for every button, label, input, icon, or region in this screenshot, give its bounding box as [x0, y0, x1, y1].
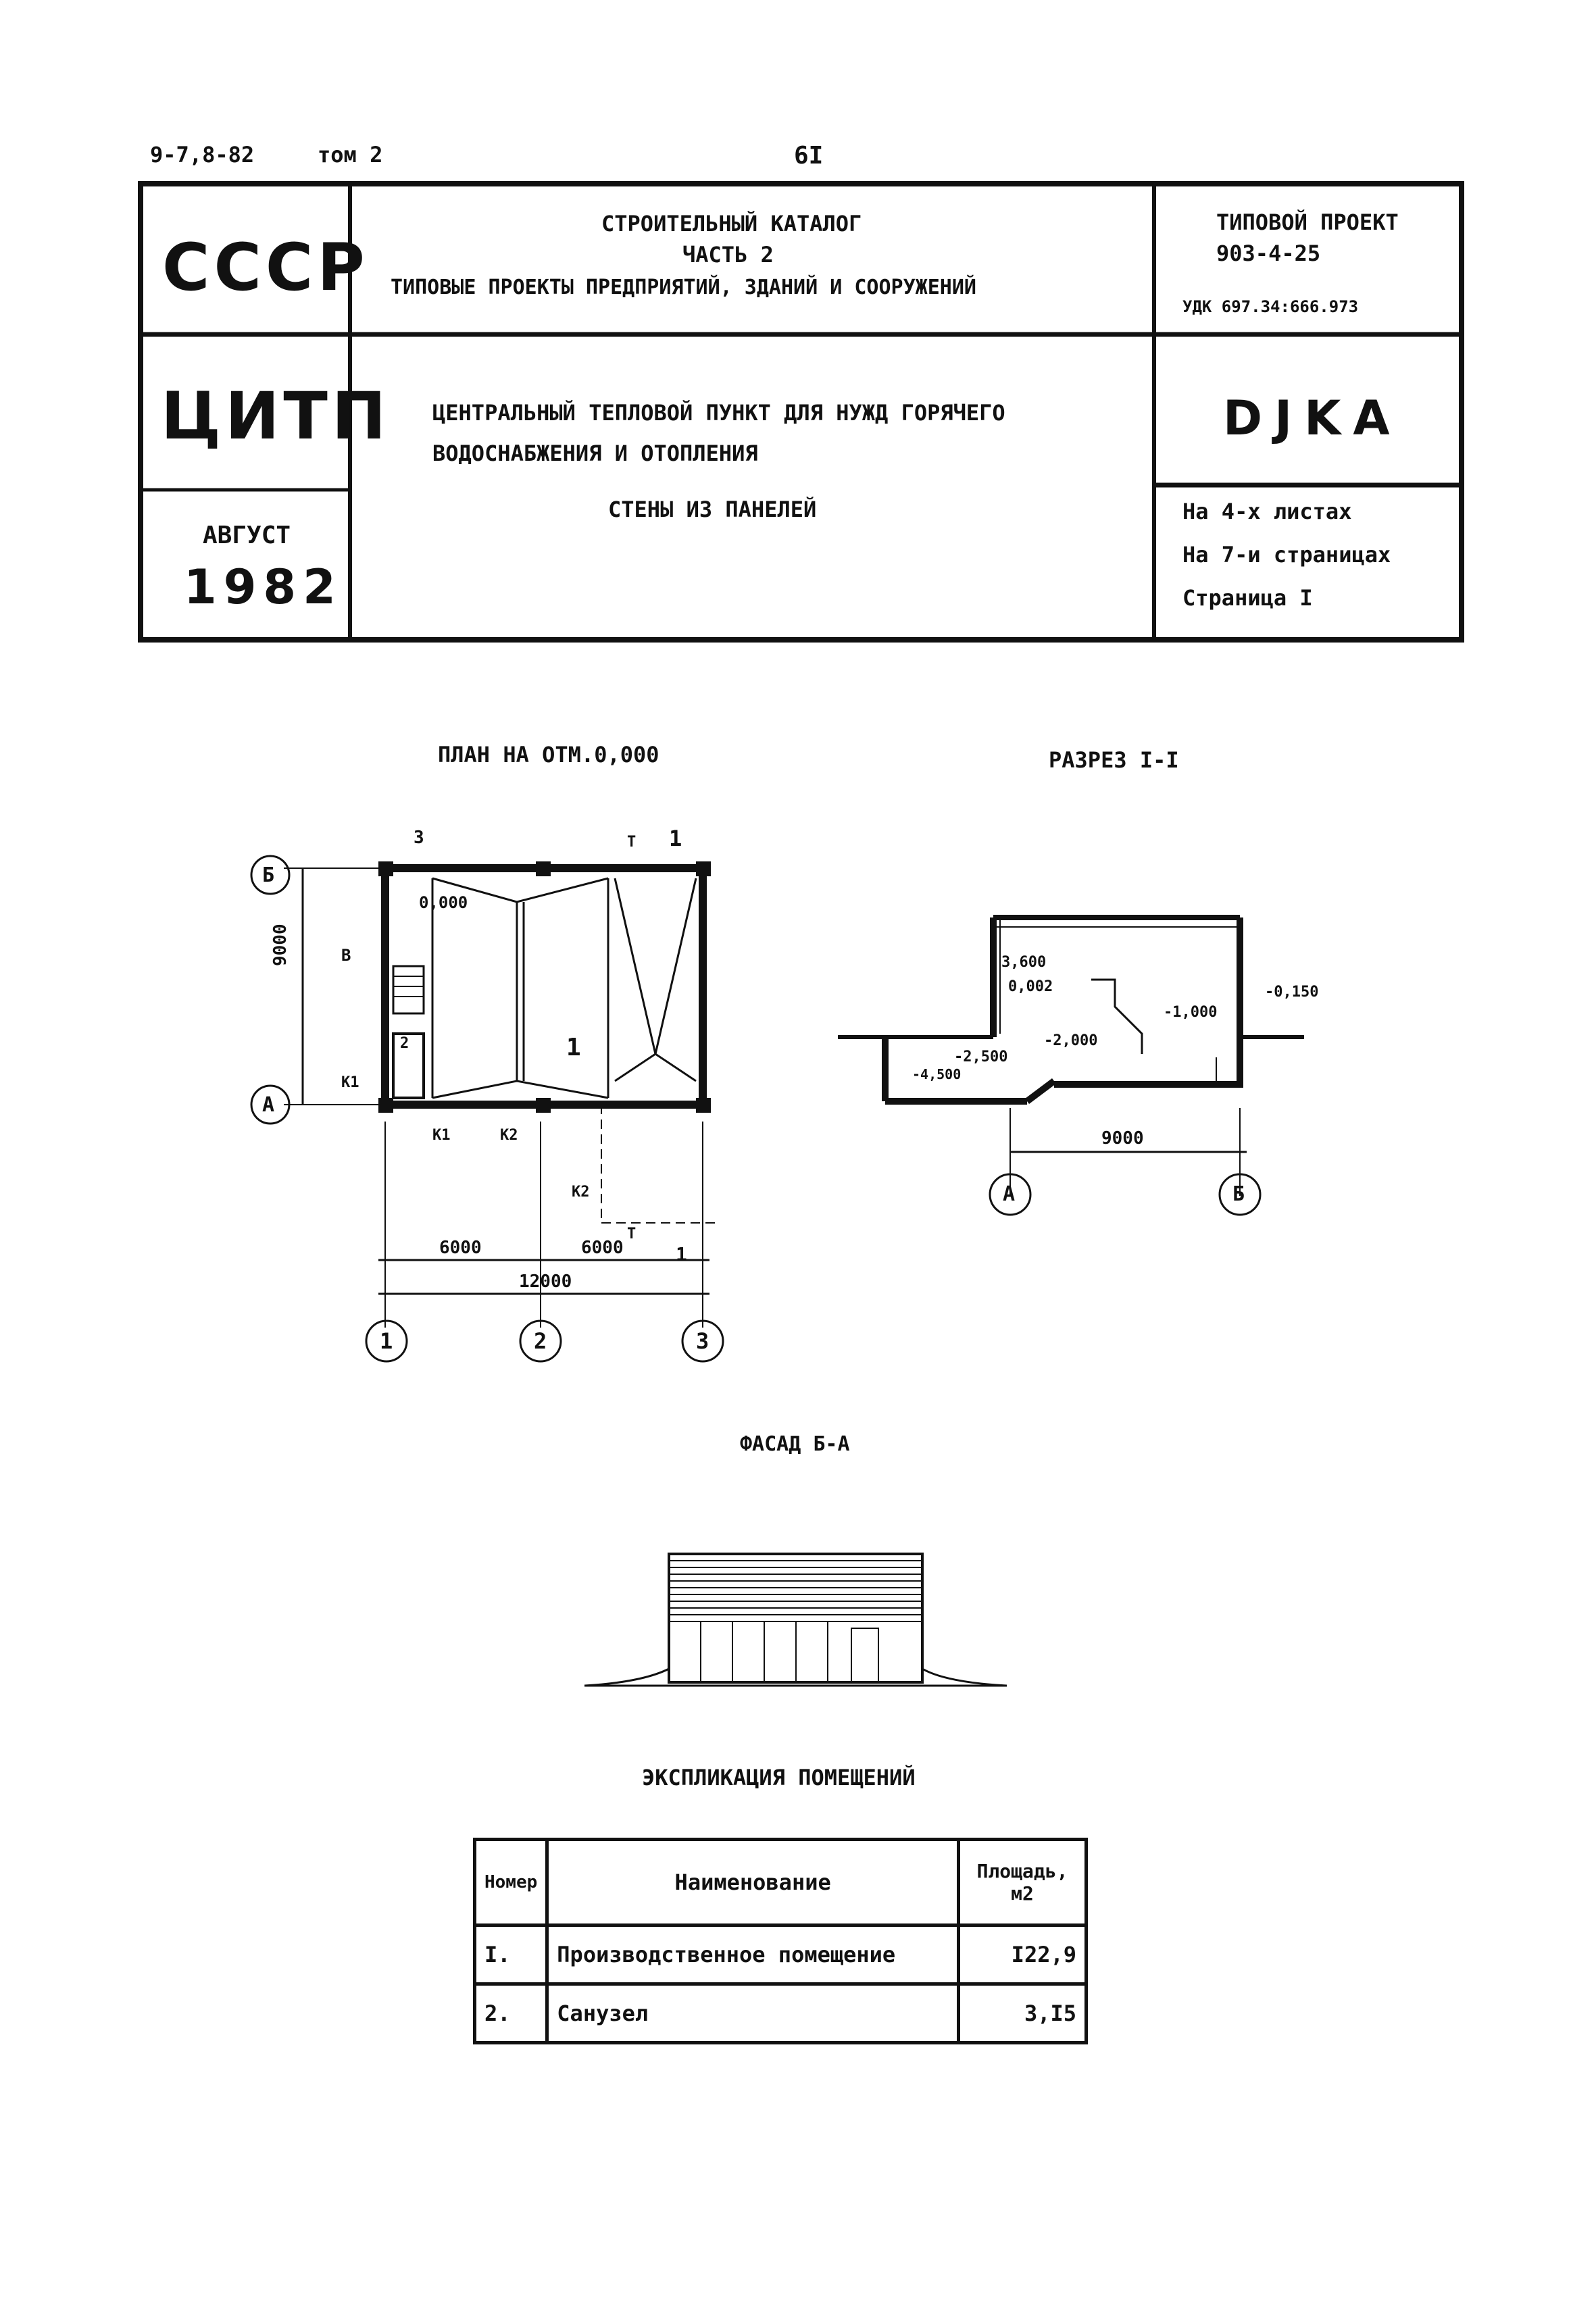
section-level-m2500: -2,500 — [954, 1049, 1008, 1065]
plan-dim-6000-left: 6000 — [439, 1238, 482, 1258]
pages-count: На 7-и страницах — [1182, 542, 1391, 568]
section-level-m4500: -4,500 — [912, 1066, 962, 1082]
page-number: 6I — [794, 142, 824, 170]
explication-title: ЭКСПЛИКАЦИЯ ПОМЕЩЕНИЙ — [642, 1765, 916, 1790]
name-line2: ВОДОСНАБЖЕНИЯ И ОТОПЛЕНИЯ — [432, 441, 758, 466]
year: 1982 — [184, 559, 343, 615]
catalog-line1: СТРОИТЕЛЬНЫЙ КАТАЛОГ — [601, 211, 862, 236]
section-level-m0150: -0,150 — [1265, 984, 1319, 1001]
plan-mark-k1-bottom: К1 — [432, 1127, 451, 1144]
row-num: I. — [472, 1923, 549, 1986]
plan-room-1: 1 — [566, 1034, 581, 1061]
country: СССР — [162, 230, 369, 305]
table-header-row: Номер Наименование Площадь, м2 — [472, 1838, 1088, 1927]
row-num: 2. — [472, 1982, 549, 2044]
section-dim-9000: 9000 — [1101, 1128, 1144, 1149]
facade-title: ФАСАД Б-А — [740, 1432, 850, 1456]
table-row: 2. Санузел 3,I5 — [472, 1982, 1088, 2044]
plan-axis-b: Б — [262, 863, 275, 887]
row-area: 3,I5 — [957, 1982, 1088, 2044]
plan-title: ПЛАН НА ОТМ.0,000 — [438, 742, 659, 768]
org: ЦИТП — [161, 378, 391, 454]
name-line1: ЦЕНТРАЛЬНЫЙ ТЕПЛОВОЙ ПУНКТ ДЛЯ НУЖД ГОРЯ… — [432, 400, 1005, 426]
section-level-m1000: -1,000 — [1164, 1004, 1218, 1021]
col-num: Номер — [472, 1838, 549, 1927]
catalog-line3: ТИПОВЫЕ ПРОЕКТЫ ПРЕДПРИЯТИЙ, ЗДАНИЙ И СО… — [391, 276, 976, 299]
plan-mark-1-bottom: 1 — [676, 1243, 687, 1265]
udk: УДК 697.34:666.973 — [1182, 297, 1359, 316]
plan-room-2: 2 — [400, 1035, 409, 1052]
plan-axis-2: 2 — [534, 1328, 547, 1354]
plan-level: 0,000 — [419, 893, 468, 912]
sheets-count: На 4-х листах — [1182, 499, 1352, 524]
row-name: Производственное помещение — [545, 1923, 960, 1986]
section-level-m2000: -2,000 — [1044, 1032, 1098, 1049]
table-row: I. Производственное помещение I22,9 — [472, 1923, 1088, 1986]
plan-dim-6000-right: 6000 — [581, 1238, 624, 1258]
month: АВГУСТ — [203, 522, 291, 549]
col-area: Площадь, м2 — [957, 1838, 1088, 1927]
plan-mark-k2: К2 — [572, 1184, 590, 1201]
section-level-0002: 0,002 — [1008, 978, 1053, 995]
plan-dim-12000: 12000 — [519, 1272, 572, 1292]
section-axis-a: А — [1003, 1182, 1016, 1206]
col-name: Наименование — [545, 1838, 960, 1927]
row-name: Санузел — [545, 1982, 960, 2044]
plan-axis-1: 1 — [380, 1328, 393, 1354]
name-line3: СТЕНЫ ИЗ ПАНЕЛЕЙ — [608, 497, 817, 522]
row-area: I22,9 — [957, 1923, 1088, 1986]
project-label: ТИПОВОЙ ПРОЕКТ — [1216, 209, 1399, 235]
plan-mark-k2-bottom: К2 — [500, 1127, 518, 1144]
plan-mark-v: В — [341, 946, 351, 965]
plan-mark-1: 1 — [669, 826, 682, 851]
page-label: Страница I — [1182, 585, 1313, 611]
section-title: РАЗРЕЗ I-I — [1049, 747, 1179, 773]
plan-mark-k1-left: К1 — [341, 1074, 359, 1091]
catalog-line2: ЧАСТЬ 2 — [682, 242, 774, 268]
plan-axis-3: 3 — [696, 1328, 709, 1354]
explication-table: Номер Наименование Площадь, м2 I. Произв… — [472, 1838, 1088, 2044]
doc-code: 9-7,8-82 — [150, 142, 255, 168]
plan-mark-t-top: Т — [627, 834, 637, 851]
plan-mark-t-bottom: Т — [627, 1226, 637, 1242]
section-axis-b: Б — [1232, 1182, 1245, 1206]
volume: том 2 — [318, 142, 383, 168]
project-number: 903-4-25 — [1216, 241, 1321, 266]
section-level-3600: 3,600 — [1001, 954, 1047, 971]
plan-mark-3: 3 — [414, 828, 424, 848]
document-code: DJKA — [1223, 391, 1402, 446]
plan-axis-a: А — [262, 1093, 275, 1117]
